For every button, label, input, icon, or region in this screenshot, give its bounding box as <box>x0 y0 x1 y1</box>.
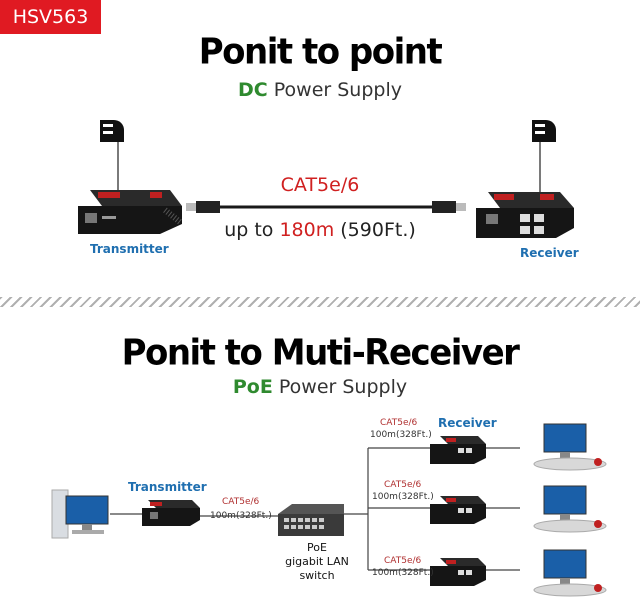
distance-label: up to 180m (590Ft.) <box>224 219 416 241</box>
transmitter-label: Transmitter <box>90 242 169 256</box>
section1-supply: DC Power Supply <box>0 79 640 101</box>
receiver-label: Receiver <box>438 416 497 430</box>
link-distance-label: 100m(328Ft.) <box>372 492 434 502</box>
power-plug-icon <box>532 120 556 194</box>
receiver-device <box>476 192 574 238</box>
section2-title: Ponit to Muti-Receiver <box>121 332 520 374</box>
link-cable-label: CAT5e/6 <box>380 418 418 428</box>
supply-text: Power Supply <box>267 79 402 101</box>
cable-type-label: CAT5e/6 <box>280 174 360 196</box>
link-cable-label: CAT5e/6 <box>222 497 260 507</box>
switch-label: PoE gigabit LAN switch <box>285 541 349 582</box>
link-distance-label: 100m(328Ft.) <box>210 511 272 521</box>
poe-switch-device <box>278 504 344 536</box>
multi-receiver-diagram <box>51 423 607 597</box>
ethernet-cable <box>186 201 466 213</box>
receiver-device <box>430 558 486 586</box>
link-cable-label: CAT5e/6 <box>384 556 422 566</box>
transmitter-device <box>142 500 200 526</box>
section1-title: Ponit to point <box>198 31 443 73</box>
receiver-device <box>430 436 486 464</box>
point-to-point-diagram <box>78 120 574 238</box>
section-divider <box>0 297 640 307</box>
monitor-icon <box>533 549 607 597</box>
power-plug-icon <box>100 120 124 190</box>
network-lines <box>110 447 520 571</box>
model-badge: HSV563 <box>0 0 101 34</box>
receiver-label: Receiver <box>520 246 579 260</box>
monitor-icon <box>533 423 607 471</box>
supply-type: PoE <box>232 376 273 398</box>
section2-supply: PoE Power Supply <box>0 376 640 398</box>
transmitter-device <box>78 190 182 234</box>
receiver-device <box>430 496 486 524</box>
link-cable-label: CAT5e/6 <box>384 480 422 490</box>
link-distance-label: 100m(328Ft.) <box>370 430 432 440</box>
computer-icon <box>51 489 109 539</box>
transmitter-label: Transmitter <box>128 480 207 494</box>
supply-type: DC <box>238 79 268 101</box>
monitor-icon <box>533 485 607 533</box>
supply-text: Power Supply <box>272 376 408 398</box>
link-distance-label: 100m(328Ft.) <box>372 568 434 578</box>
